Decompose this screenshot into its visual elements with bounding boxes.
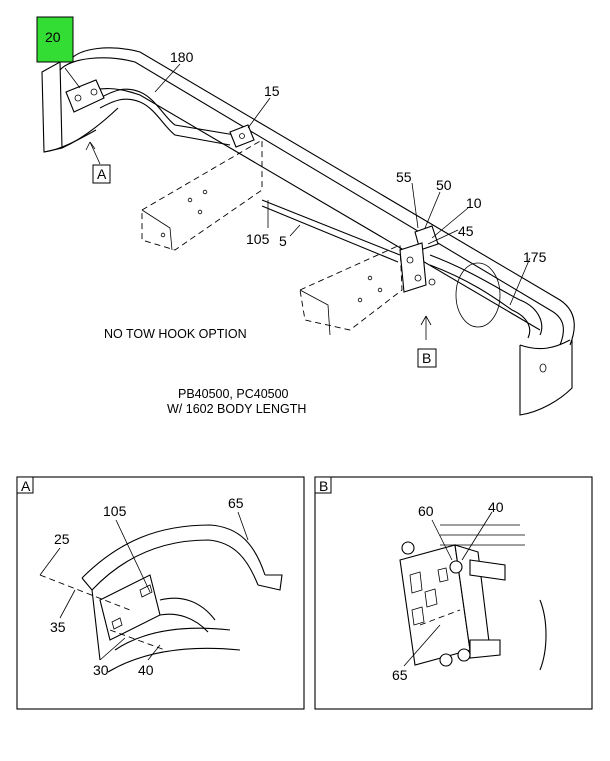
callout-10: 10 [466, 195, 482, 211]
detail-a-callout-40: 40 [138, 662, 154, 678]
detail-b-title: B [319, 478, 328, 494]
callout-175: 175 [523, 249, 547, 265]
detail-a-callout-25: 25 [54, 531, 70, 547]
view-marker-a-box [92, 164, 111, 184]
detail-b-callout-40: 40 [488, 499, 504, 515]
view-marker-b-box [417, 348, 437, 368]
note-body-length: W/ 1602 BODY LENGTH [167, 402, 306, 416]
detail-a-callout-105: 105 [103, 503, 127, 519]
note-option: NO TOW HOOK OPTION [104, 327, 247, 341]
detail-b-callout-65: 65 [392, 667, 408, 683]
callout-105: 105 [246, 231, 270, 247]
callout-45: 45 [458, 223, 474, 239]
callout-50: 50 [436, 177, 452, 193]
detail-a-title: A [21, 478, 31, 494]
callout-20-highlight [36, 16, 74, 63]
callout-20: 20 [45, 29, 61, 45]
bumper-assembly [41, 47, 575, 416]
view-marker-a: A [97, 166, 107, 182]
detail-b-panel [314, 476, 593, 710]
detail-a-callout-30: 30 [93, 662, 109, 678]
detail-a-panel [16, 476, 305, 710]
leader-lines [64, 63, 531, 340]
detail-a-callout-65: 65 [228, 495, 244, 511]
callout-55: 55 [396, 169, 412, 185]
callout-180: 180 [170, 49, 194, 65]
detail-b-callout-60: 60 [418, 503, 434, 519]
callout-15: 15 [264, 83, 280, 99]
note-models: PB40500, PC40500 [178, 387, 289, 401]
detail-a-callout-35: 35 [50, 619, 66, 635]
view-marker-b: B [422, 350, 431, 366]
callout-5: 5 [279, 233, 287, 249]
